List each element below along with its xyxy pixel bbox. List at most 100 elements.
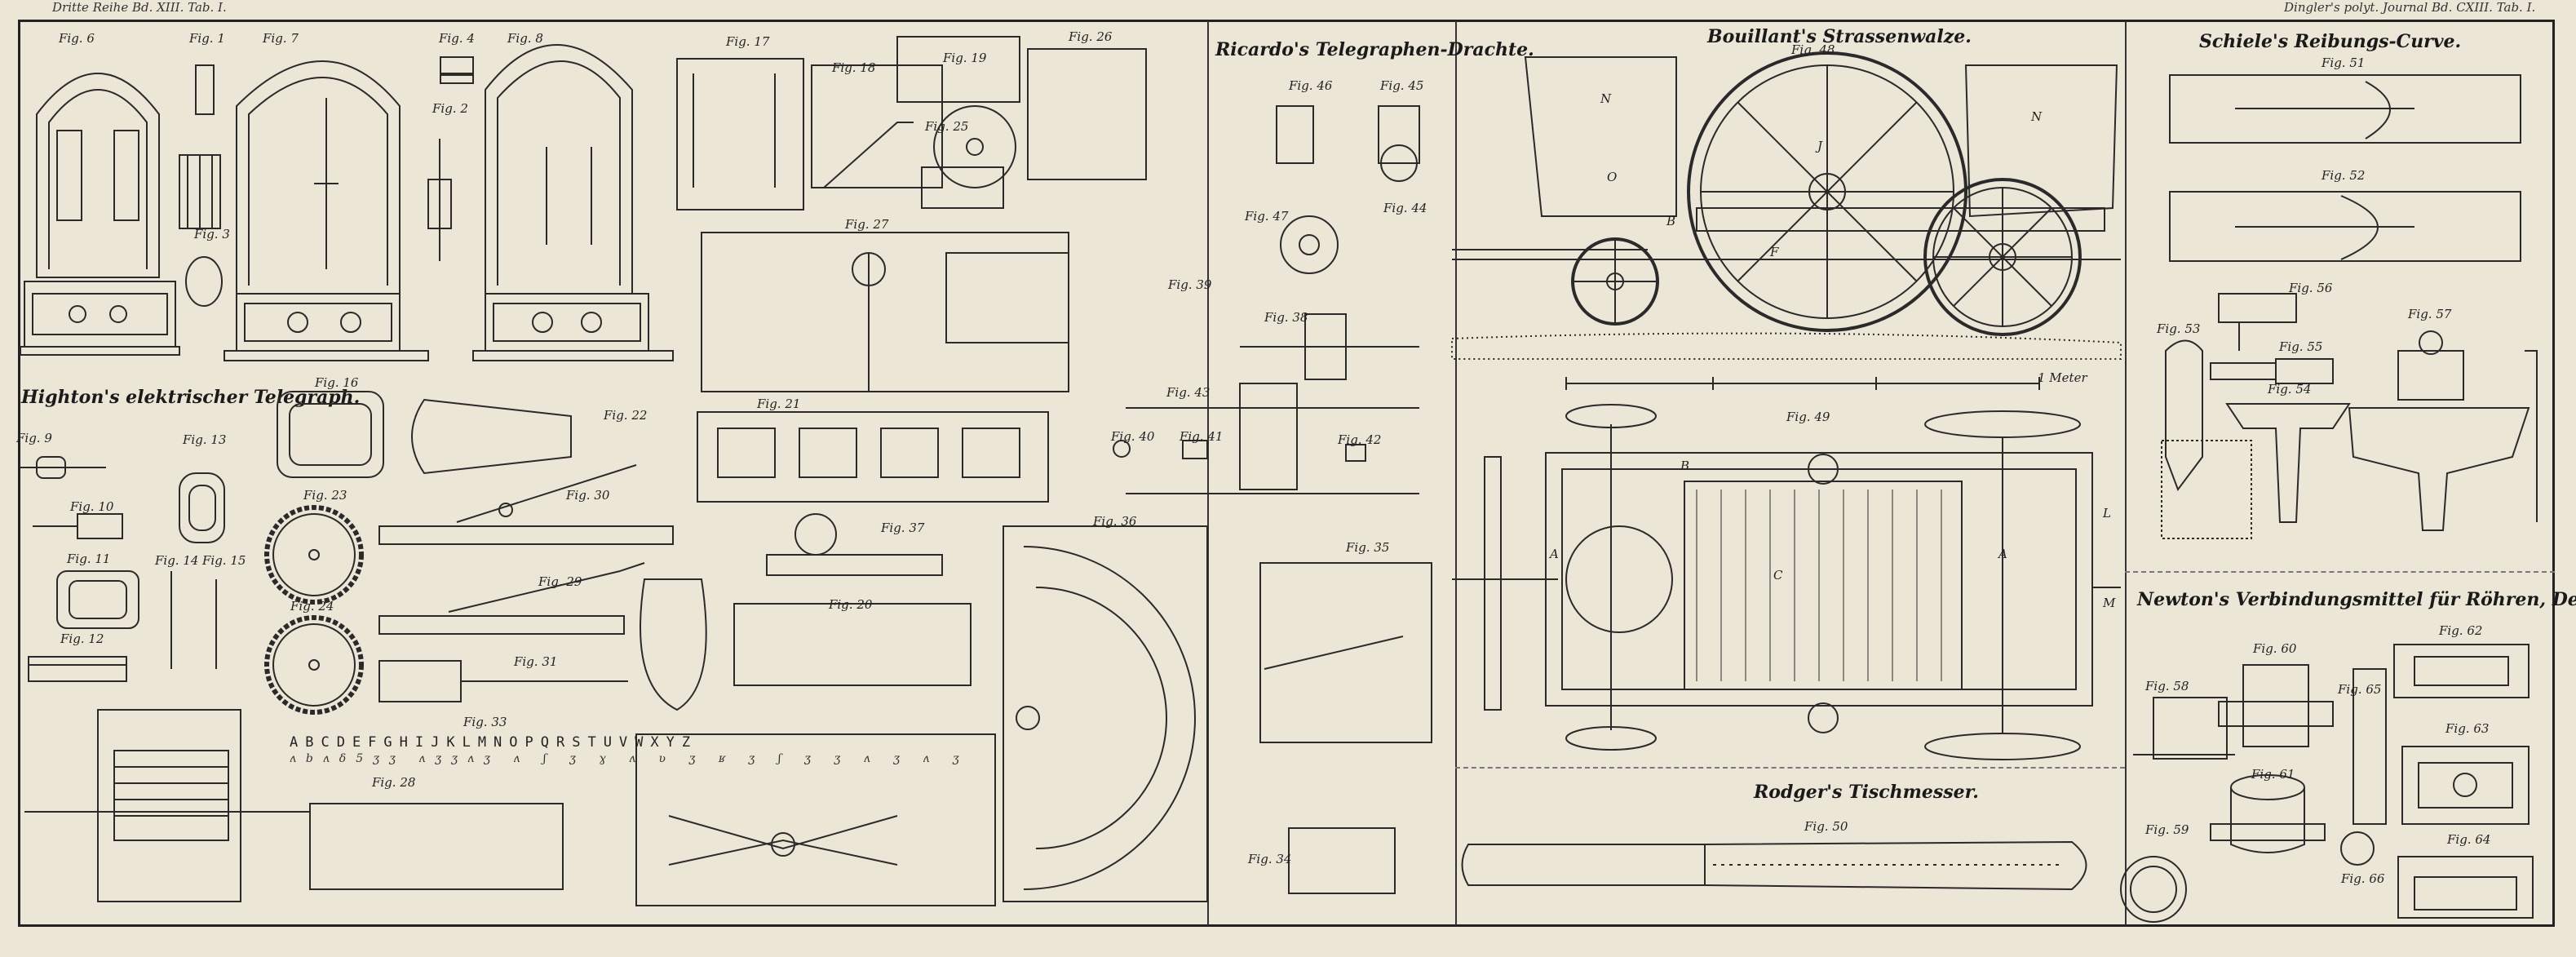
telegraph-case-fig7 [224, 60, 429, 361]
fig-label-2: Fig. 2 [432, 101, 468, 116]
letter-A-left: A [1550, 547, 1559, 561]
divider-newton [2125, 571, 2555, 573]
fig-label-20: Fig. 20 [829, 597, 873, 612]
fig-label-31: Fig. 31 [514, 654, 558, 669]
fig-label-27: Fig. 27 [845, 217, 889, 232]
fig-label-10: Fig. 10 [70, 499, 114, 514]
fig-label-50: Fig. 50 [1804, 819, 1848, 834]
telegraph-parts-figs9-16 [20, 391, 384, 682]
fig-label-26: Fig. 26 [1069, 29, 1113, 44]
fig-label-35: Fig. 35 [1346, 540, 1390, 555]
letter-N-left: N [1600, 91, 1612, 106]
telegraph-alphabet: ABCDEFGHIJKLMNOPQRSTUVWXYZ [290, 734, 698, 751]
fig-label-6: Fig. 6 [59, 31, 95, 46]
fig-label-52: Fig. 52 [2321, 168, 2366, 183]
fig-label-64: Fig. 64 [2447, 832, 2491, 847]
letter-A-right: A [1998, 547, 2007, 561]
fig-label-8: Fig. 8 [507, 31, 543, 46]
letter-N-right: N [2031, 109, 2043, 124]
telegraph-case-fig8 [472, 44, 674, 361]
section-title-bouillant: Bouillant's Strassenwalze. [1707, 26, 1972, 47]
letter-O: O [1607, 170, 1618, 184]
fig-label-59: Fig. 59 [2145, 822, 2189, 837]
fig-label-56: Fig. 56 [2289, 281, 2333, 295]
fig-label-1: Fig. 1 [189, 31, 225, 46]
letter-J: J [1817, 139, 1823, 153]
road-roller-plan-fig49 [1452, 404, 2121, 760]
telegraph-apparatus-figs17-27 [676, 36, 1147, 686]
fig-label-29: Fig. 29 [538, 574, 582, 589]
table-knife-fig50 [1461, 840, 2087, 891]
fig-label-25: Fig. 25 [925, 119, 969, 134]
fig-label-45: Fig. 45 [1380, 78, 1424, 93]
telegraph-case-fig6 [20, 73, 180, 356]
header-right: Dingler's polyt. Journal Bd. CXIII. Tab.… [2284, 0, 2536, 15]
section-title-ricardo: Ricardo's Telegraphen-Drachte. [1215, 39, 1534, 60]
fig-label-23: Fig. 23 [303, 488, 347, 503]
fig-label-47: Fig. 47 [1245, 209, 1289, 224]
header-left: Dritte Reihe Bd. XIII. Tab. I. [52, 0, 227, 15]
fig-label-18: Fig. 18 [832, 60, 876, 75]
fig-label-46: Fig. 46 [1289, 78, 1333, 93]
fig-label-9: Fig. 9 [16, 431, 52, 445]
scale-bar [1565, 377, 2040, 390]
fig-label-63: Fig. 63 [2445, 721, 2490, 736]
fig-label-37: Fig. 37 [881, 521, 925, 535]
divider-ricardo-left [1207, 21, 1209, 925]
fig-label-16: Fig. 16 [315, 375, 359, 390]
fig-label-40: Fig. 40 [1111, 429, 1155, 444]
fig-label-62: Fig. 62 [2439, 623, 2483, 638]
fig-label-58: Fig. 58 [2145, 679, 2189, 693]
key-levers-figs29-31 [378, 398, 707, 711]
fig-label-36: Fig. 36 [1093, 514, 1137, 529]
fig-label-48: Fig. 48 [1791, 42, 1835, 57]
fig-label-15: Fig. 15 [202, 553, 246, 568]
fig-label-17: Fig. 17 [726, 34, 770, 49]
fig-label-19: Fig. 19 [943, 51, 987, 65]
letter-L: L [2103, 506, 2111, 521]
road-roller-side-fig48 [1451, 51, 2122, 360]
fig-label-4: Fig. 4 [439, 31, 475, 46]
telegraph-wires-figs34-47 [1113, 105, 1432, 894]
plate-frame [18, 20, 2555, 927]
divider-schiele-left [2125, 21, 2127, 925]
fig-label-57: Fig. 57 [2408, 307, 2452, 321]
fig-label-7: Fig. 7 [263, 31, 299, 46]
fig-label-43: Fig. 43 [1166, 385, 1211, 400]
divider-rodger [1455, 767, 2125, 769]
letter-F: F [1770, 245, 1779, 259]
fig-label-39: Fig. 39 [1168, 277, 1212, 292]
fig-label-41: Fig. 41 [1180, 429, 1224, 444]
letter-dial-fig36 [1003, 525, 1208, 902]
battery-apparatus-fig28 [24, 709, 996, 906]
fig-label-65: Fig. 65 [2338, 682, 2382, 697]
fig-label-11: Fig. 11 [67, 552, 111, 566]
fig-label-24: Fig. 24 [290, 599, 334, 614]
fig-label-13: Fig. 13 [183, 432, 227, 447]
fig-label-33: Fig. 33 [463, 715, 507, 729]
fig-label-53: Fig. 53 [2157, 321, 2201, 336]
electromagnet-figs1-5 [179, 56, 474, 307]
divider-ricardo-right [1455, 21, 1457, 925]
pipe-connections-figs58-66 [2120, 644, 2534, 923]
fig-label-21: Fig. 21 [757, 397, 801, 411]
fig-label-22: Fig. 22 [604, 408, 648, 423]
fig-label-54: Fig. 54 [2268, 382, 2312, 397]
fig-label-66: Fig. 66 [2341, 871, 2385, 886]
section-title-rodger: Rodger's Tischmesser. [1754, 782, 1979, 803]
fig-label-34: Fig. 34 [1248, 852, 1292, 866]
letter-M: M [2103, 596, 2116, 610]
fig-label-44: Fig. 44 [1383, 201, 1427, 215]
fig-label-61: Fig. 61 [2251, 767, 2295, 782]
letter-C: C [1773, 568, 1783, 583]
gear-wheels-figs23-24 [264, 505, 364, 715]
fig-label-38: Fig. 38 [1264, 310, 1308, 325]
fig-label-55: Fig. 55 [2279, 339, 2323, 354]
fig-label-42: Fig. 42 [1338, 432, 1382, 447]
telegraph-codes: ʌbʌδ5ʒʒ ʌʒʒʌʒ ʌ ʃ ʒ ɣ ʌ ʋ ʒ ʁ ʒ ʃ ʒ ʒ ʌ … [290, 752, 969, 765]
letter-B: B [1666, 214, 1676, 228]
fig-label-14: Fig. 14 [155, 553, 199, 568]
fig-label-60: Fig. 60 [2253, 641, 2297, 656]
